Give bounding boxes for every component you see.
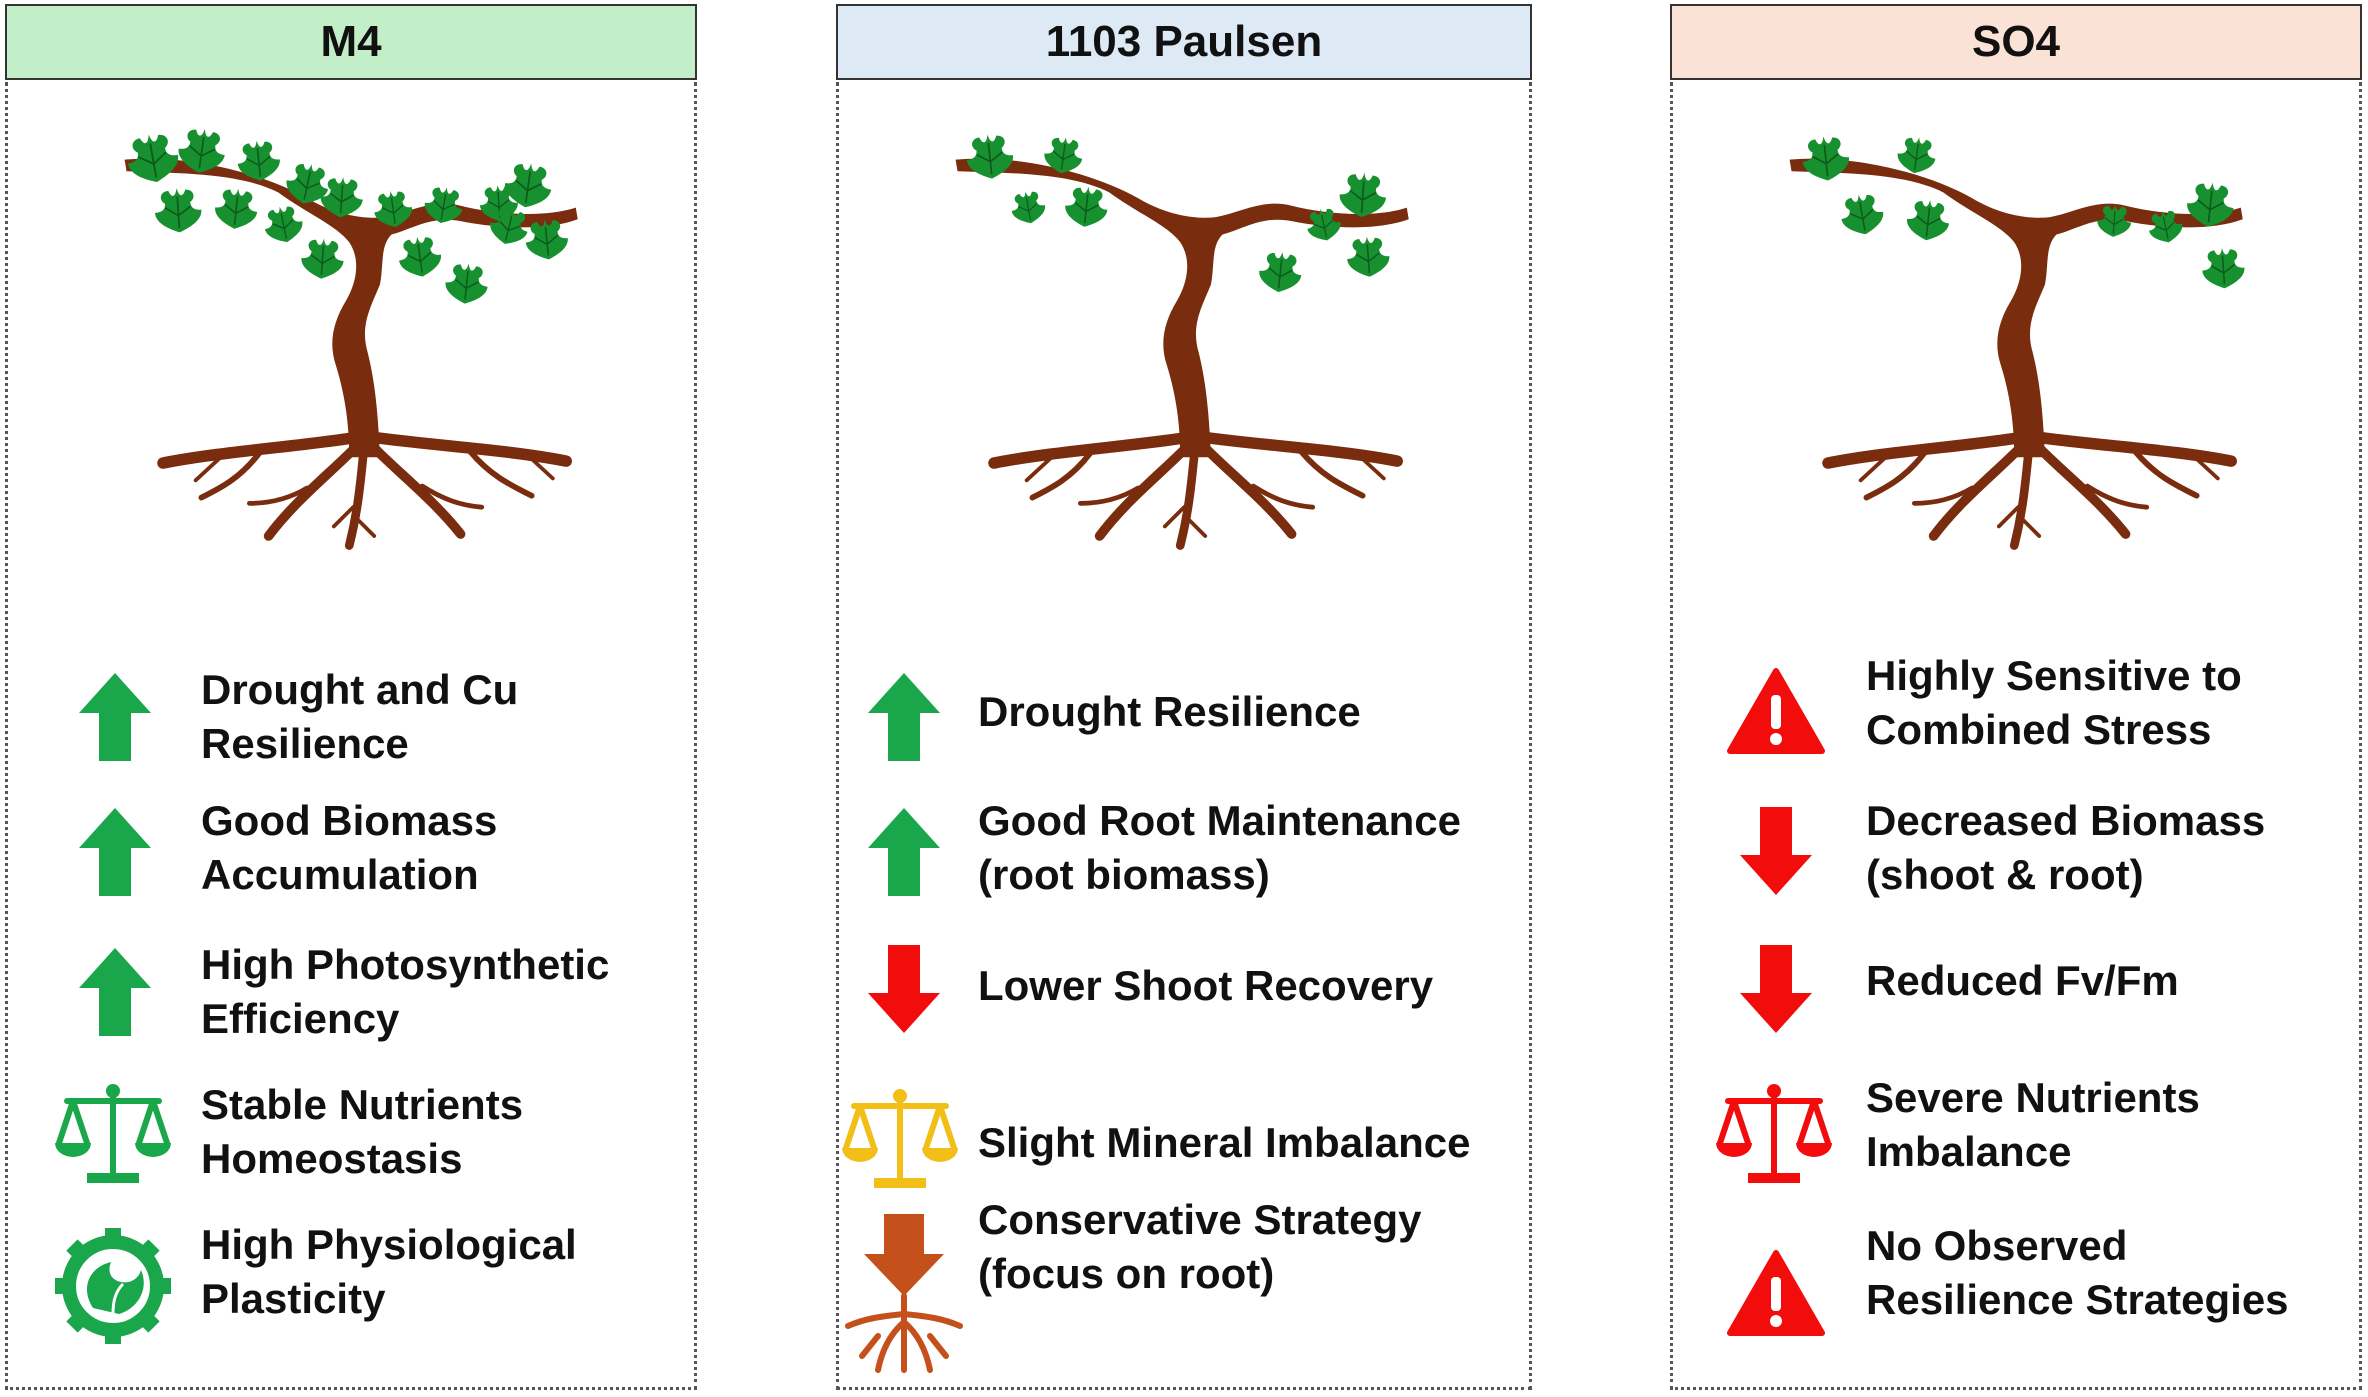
green-up-arrow-icon xyxy=(75,802,155,902)
grapevine-tree-icon xyxy=(946,124,1426,564)
trait-item: Decreased Biomass (shoot & root) xyxy=(1670,797,2362,921)
trait-label: Lower Shoot Recovery xyxy=(978,962,1434,1009)
trait-label: Decreased Biomass (shoot & root) xyxy=(1866,797,2266,898)
panel-border xyxy=(5,82,697,1390)
trait-label: High Physiological Plasticity xyxy=(201,1221,577,1322)
trait-label: Slight Mineral Imbalance xyxy=(978,1119,1471,1166)
green-balance-scale-icon xyxy=(53,1079,173,1189)
panel-title: M4 xyxy=(5,4,697,80)
panel-title: 1103 Paulsen xyxy=(836,4,1532,80)
yellow-balance-scale-icon xyxy=(840,1084,960,1194)
trait-item: Conservative Strategy (focus on root) xyxy=(836,1196,1532,1373)
trait-item: Highly Sensitive to Combined Stress xyxy=(1670,652,2362,787)
trait-label: Good Root Maintenance (root biomass) xyxy=(978,797,1461,898)
trait-item: Slight Mineral Imbalance xyxy=(836,1084,1532,1204)
green-up-arrow-icon xyxy=(75,942,155,1042)
red-warning-icon xyxy=(1726,1249,1826,1339)
trait-item: Lower Shoot Recovery xyxy=(836,939,1532,1059)
trait-item: Good Biomass Accumulation xyxy=(5,797,697,922)
panel-border xyxy=(836,82,1532,1390)
trait-label: High Photosynthetic Efficiency xyxy=(201,941,610,1042)
panel-1103-paulsen: 1103 Paulsen Drought Resilience Good Roo… xyxy=(836,4,1532,1390)
trait-label: Good Biomass Accumulation xyxy=(201,797,498,898)
trait-item: High Physiological Plasticity xyxy=(5,1221,697,1346)
grapevine-tree-icon xyxy=(1780,124,2260,564)
red-down-arrow-icon xyxy=(1736,939,1816,1039)
trait-item: Drought Resilience xyxy=(836,667,1532,787)
trait-item: Reduced Fv/Fm xyxy=(1670,939,2362,1059)
trait-label: Stable Nutrients Homeostasis xyxy=(201,1081,524,1182)
green-up-arrow-icon xyxy=(864,802,944,902)
panel-m4: M4 Drought and Cu Resilience Good Biomas… xyxy=(5,4,697,1390)
trait-label: Severe Nutrients Imbalance xyxy=(1866,1074,2200,1175)
trait-label: Reduced Fv/Fm xyxy=(1866,957,2179,1004)
green-up-arrow-icon xyxy=(864,667,944,767)
leaf-gear-icon xyxy=(53,1226,173,1346)
grapevine-tree-icon xyxy=(115,124,595,564)
trait-label: Drought and Cu Resilience xyxy=(201,666,519,767)
red-down-arrow-icon xyxy=(1736,801,1816,901)
trait-item: No Observed Resilience Strategies xyxy=(1670,1222,2362,1369)
red-balance-scale-icon xyxy=(1714,1079,1834,1189)
panel-border xyxy=(1670,82,2362,1390)
trait-item: Severe Nutrients Imbalance xyxy=(1670,1074,2362,1199)
trait-label: Highly Sensitive to Combined Stress xyxy=(1866,652,2242,753)
trait-item: Good Root Maintenance (root biomass) xyxy=(836,797,1532,922)
trait-label: Conservative Strategy (focus on root) xyxy=(978,1196,1422,1297)
trait-label: Drought Resilience xyxy=(978,688,1361,735)
trait-item: Drought and Cu Resilience xyxy=(5,666,697,787)
red-down-arrow-icon xyxy=(864,939,944,1039)
panel-so4: SO4 Highly Sensitive to Combined Stress … xyxy=(1670,4,2362,1390)
green-up-arrow-icon xyxy=(75,667,155,767)
root-down-arrow-icon xyxy=(844,1210,964,1380)
trait-label: No Observed Resilience Strategies xyxy=(1866,1222,2289,1323)
panel-title: SO4 xyxy=(1670,4,2362,80)
trait-item: Stable Nutrients Homeostasis xyxy=(5,1079,697,1199)
red-warning-icon xyxy=(1726,667,1826,757)
trait-item: High Photosynthetic Efficiency xyxy=(5,941,697,1062)
